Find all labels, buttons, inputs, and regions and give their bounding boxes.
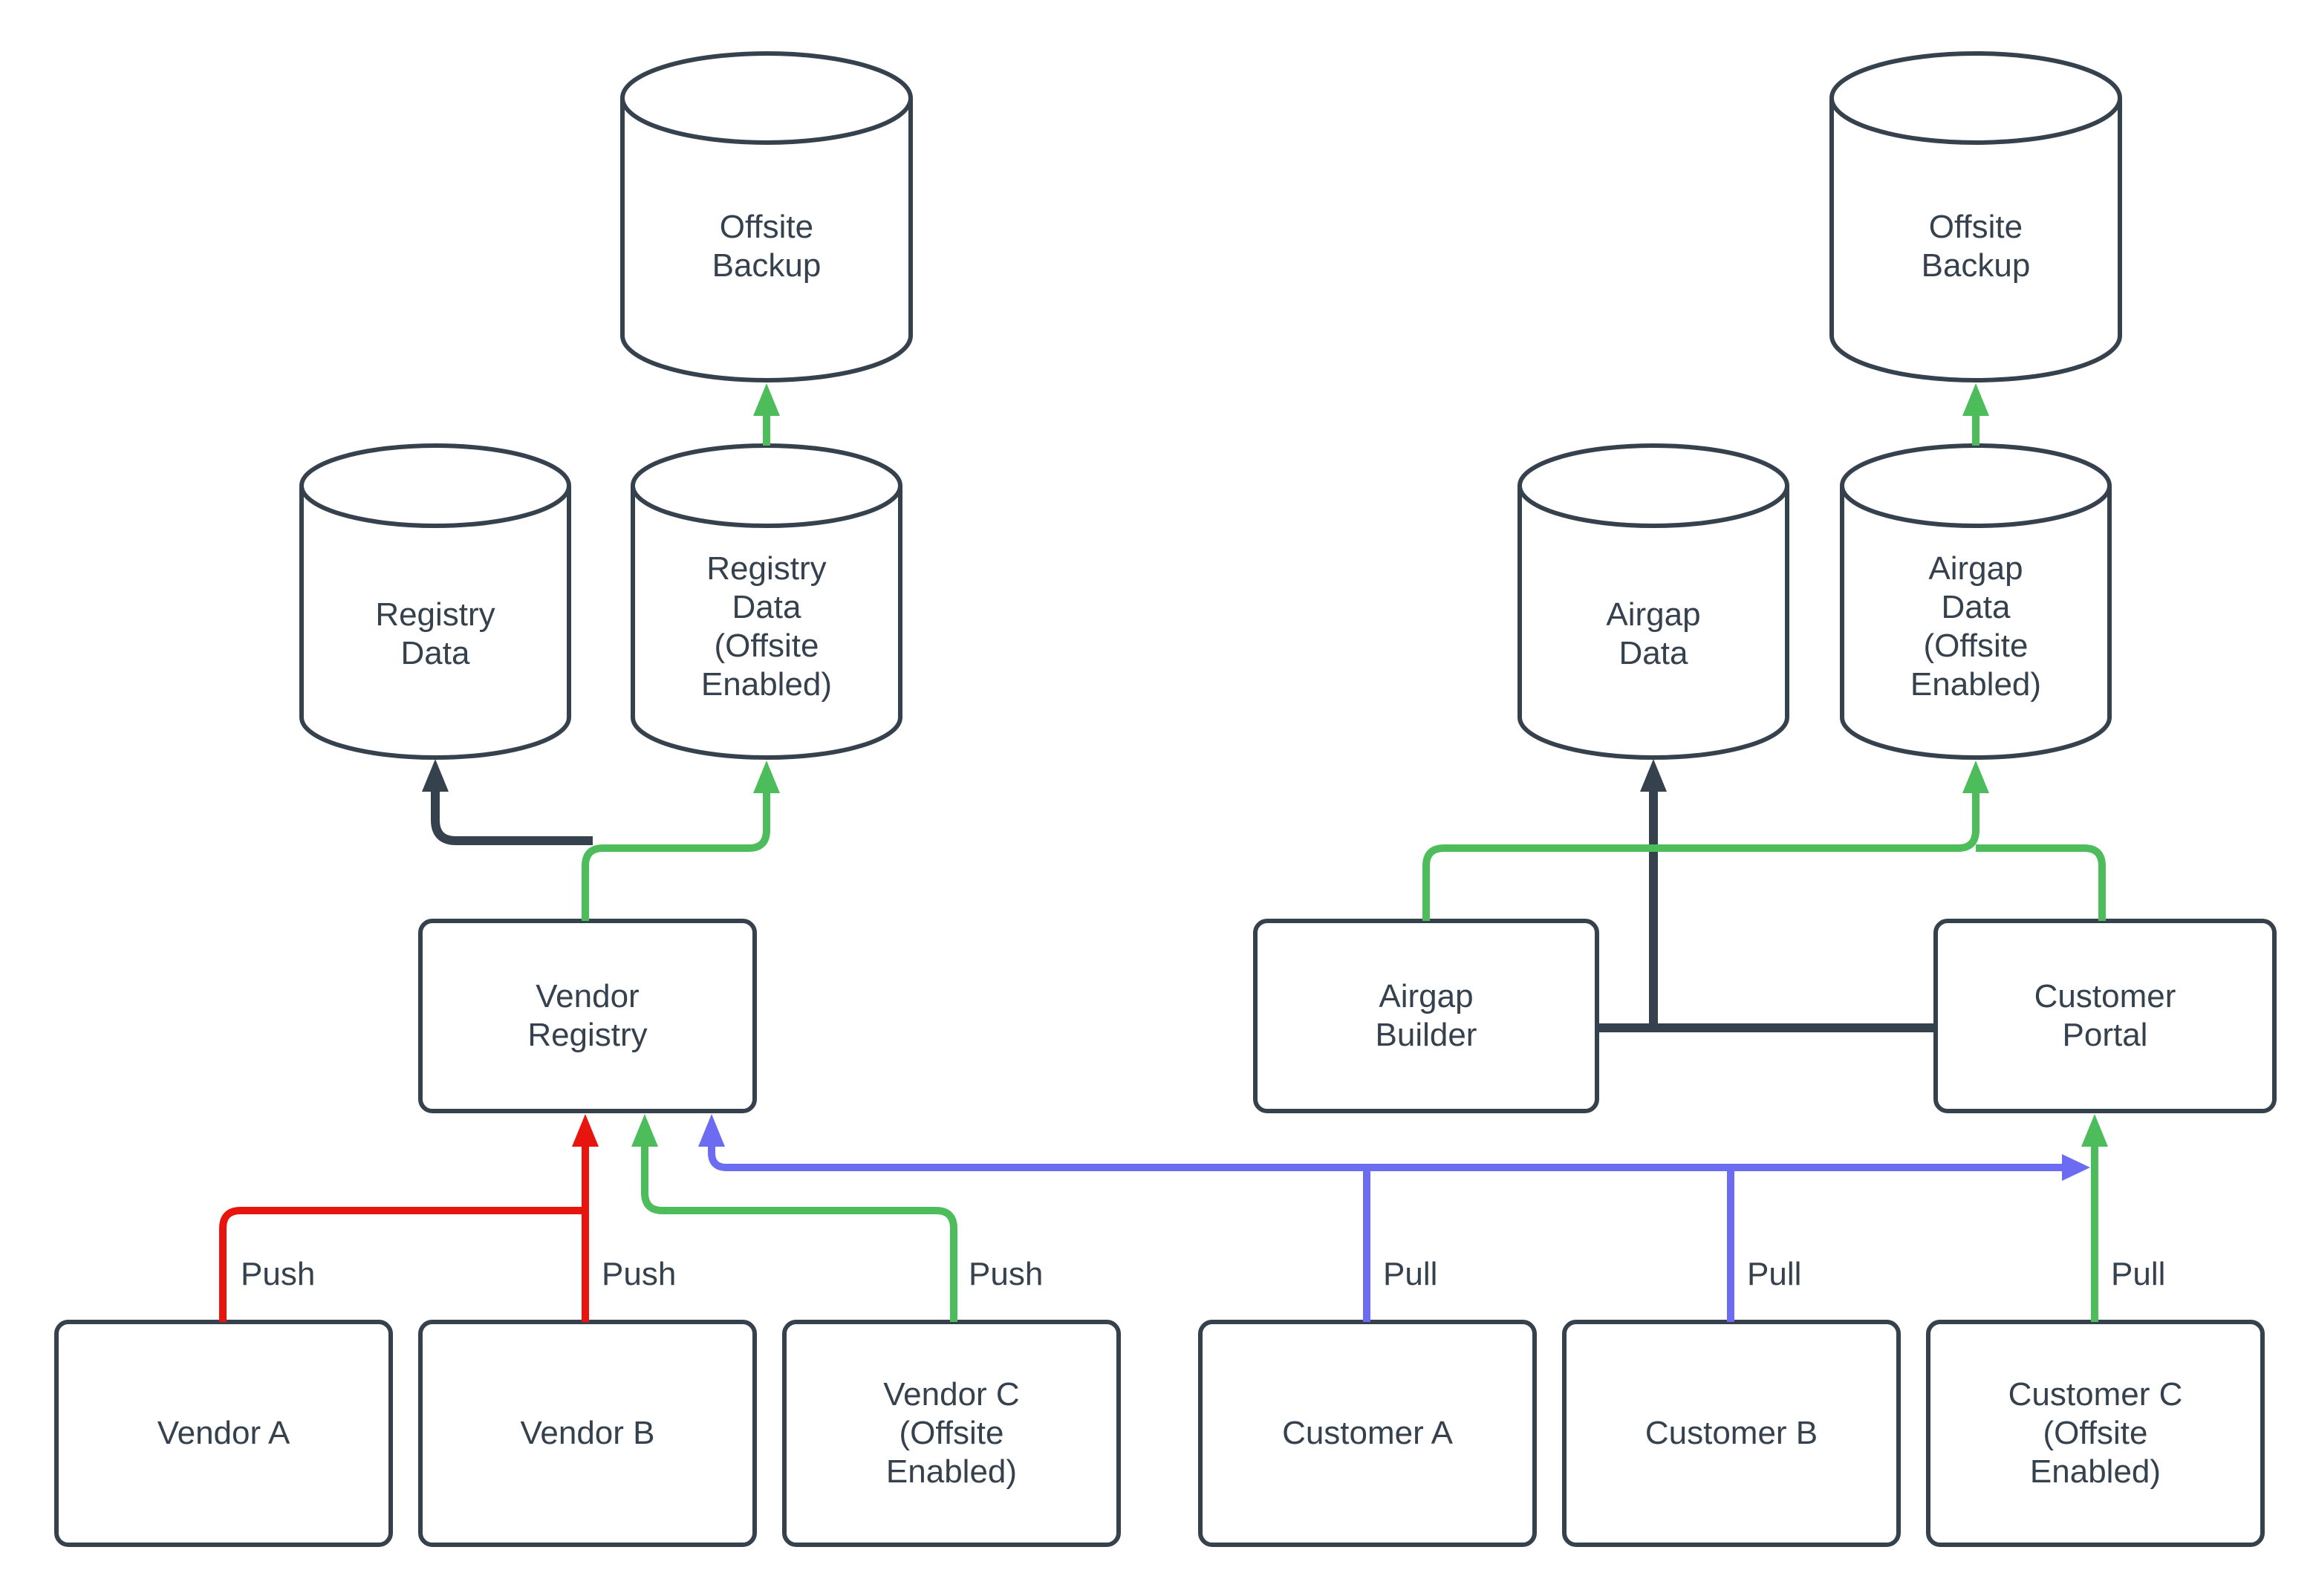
- arrowhead-green-vendor-registry: [631, 1114, 658, 1147]
- arrowhead-offsite-backup-right: [1962, 383, 1989, 416]
- airgap-data-offsite-cylinder-rim: [1840, 485, 2112, 528]
- arrowhead-airgap-data: [1640, 759, 1667, 792]
- customer-portal-box[interactable]: [1933, 919, 2277, 1113]
- edge-airgap-builder-to-airgap-data-offsite: [1422, 792, 1979, 921]
- offsite-backup-right-cylinder[interactable]: [1829, 51, 2122, 382]
- arrowhead-airgap-data-offsite: [1962, 760, 1989, 793]
- vendor-a-box[interactable]: [54, 1320, 393, 1547]
- vendor-registry-box[interactable]: [418, 919, 757, 1113]
- registry-data-cylinder[interactable]: [299, 443, 571, 760]
- airgap-data-cylinder-rim: [1517, 485, 1789, 528]
- edge-pull-bus-to-vendor-registry: [708, 1145, 2074, 1171]
- vendor-b-box[interactable]: [418, 1320, 757, 1547]
- push-label-vendor-c: Push: [969, 1255, 1044, 1292]
- pull-label-customer-a: Pull: [1383, 1255, 1438, 1292]
- push-label-vendor-b: Push: [602, 1255, 677, 1292]
- edge-customer-portal-to-airgap-data-offsite: [1976, 844, 2106, 921]
- edge-vendor-registry-to-registry-data: [431, 790, 593, 845]
- arrowhead-blue-customer-portal-junction: [2062, 1154, 2090, 1181]
- registry-data-cylinder-rim: [299, 485, 571, 528]
- pull-label-customer-c: Pull: [2111, 1255, 2166, 1292]
- push-label-vendor-a: Push: [241, 1255, 316, 1292]
- arrowhead-registry-data-offsite: [753, 760, 780, 793]
- airgap-data-offsite-cylinder[interactable]: [1840, 443, 2112, 760]
- offsite-backup-left-cylinder[interactable]: [620, 51, 913, 382]
- offsite-backup-left-cylinder-rim: [620, 97, 913, 145]
- airgap-builder-box[interactable]: [1253, 919, 1599, 1113]
- customer-c-box[interactable]: [1926, 1320, 2265, 1547]
- customer-b-box[interactable]: [1562, 1320, 1901, 1547]
- arrowhead-red-vendor-registry: [572, 1114, 599, 1147]
- pull-label-customer-b: Pull: [1747, 1255, 1802, 1292]
- vendor-c-box[interactable]: [782, 1320, 1121, 1547]
- arrowhead-registry-data: [422, 759, 449, 792]
- arrowhead-green-customer-portal: [2081, 1114, 2108, 1147]
- registry-data-offsite-cylinder[interactable]: [631, 443, 902, 760]
- offsite-backup-right-cylinder-rim: [1829, 97, 2122, 145]
- arrowhead-blue-vendor-registry: [698, 1114, 725, 1147]
- arrowhead-offsite-backup-left: [753, 383, 780, 416]
- edge-vendor-registry-to-registry-data-offsite: [582, 792, 770, 921]
- airgap-data-cylinder[interactable]: [1517, 443, 1789, 760]
- edge-vendor-a-push: [219, 1207, 585, 1322]
- registry-data-offsite-cylinder-rim: [631, 485, 902, 528]
- customer-a-box[interactable]: [1198, 1320, 1537, 1547]
- edge-vendor-c-push: [641, 1145, 957, 1322]
